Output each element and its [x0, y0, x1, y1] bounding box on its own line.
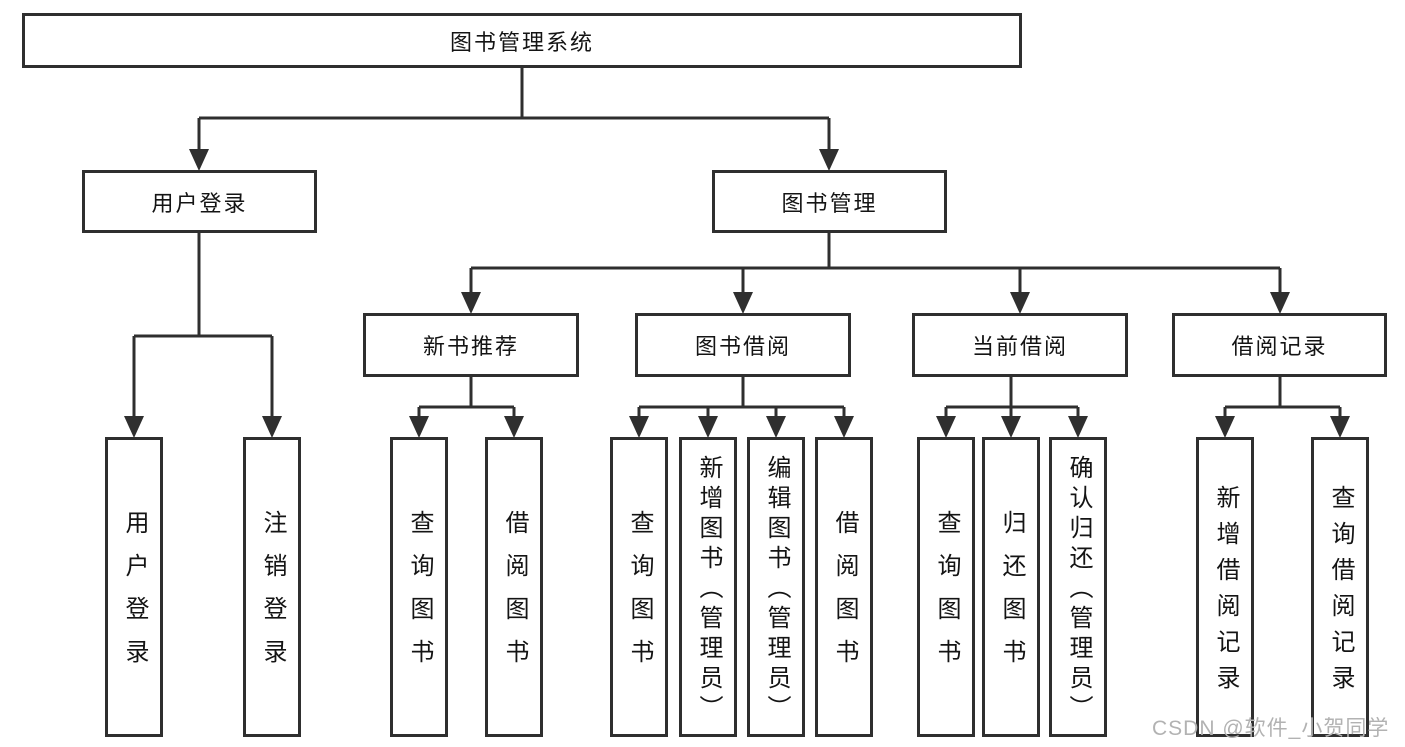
node-label: 新增图书（管理员） [695, 455, 722, 725]
connector-new-book [417, 377, 516, 418]
connector-current-borrow [944, 377, 1080, 418]
connector-book-management [469, 233, 1282, 296]
node-label: 图书借阅 [694, 334, 791, 359]
node-label: 查询图书 [406, 510, 433, 682]
leaf-logout: 注销登录 [243, 437, 301, 737]
connector-root [197, 68, 831, 152]
csdn-watermark: CSDN @软件_小贺同学 [1152, 717, 1390, 740]
leaf-bb-add-book-admin: 新增图书（管理员） [679, 437, 737, 737]
node-label: 查询图书 [626, 510, 653, 682]
node-label: 借阅图书 [501, 510, 528, 682]
node-book-borrow: 图书借阅 [635, 313, 851, 377]
node-system-root: 图书管理系统 [22, 13, 1022, 68]
leaf-cb-query-book: 查询图书 [917, 437, 975, 737]
node-current-borrow: 当前借阅 [912, 313, 1128, 377]
node-new-book-recommend: 新书推荐 [363, 313, 579, 377]
leaf-cb-confirm-return-admin: 确认归还（管理员） [1049, 437, 1107, 737]
node-label: 当前借阅 [971, 334, 1068, 359]
leaf-br-query-record: 查询借阅记录 [1311, 437, 1369, 737]
node-label: 图书管理系统 [449, 29, 594, 55]
leaf-user-login: 用户登录 [105, 437, 163, 737]
leaf-br-add-record: 新增借阅记录 [1196, 437, 1254, 737]
leaf-bb-query-book: 查询图书 [610, 437, 668, 737]
node-label: 查询借阅记录 [1327, 485, 1354, 701]
node-label: 新书推荐 [422, 334, 519, 359]
leaf-nb-borrow-book: 借阅图书 [485, 437, 543, 737]
node-label: 新增借阅记录 [1212, 485, 1239, 701]
leaf-bb-borrow-book: 借阅图书 [815, 437, 873, 737]
node-book-management: 图书管理 [712, 170, 947, 233]
node-borrow-records: 借阅记录 [1172, 313, 1387, 377]
node-label: 借阅图书 [831, 510, 858, 682]
leaf-nb-query-book: 查询图书 [390, 437, 448, 737]
node-label: 用户登录 [121, 510, 148, 682]
node-label: 注销登录 [259, 510, 286, 682]
arrowheads [124, 149, 1350, 438]
leaf-bb-edit-book-admin: 编辑图书（管理员） [747, 437, 805, 737]
node-label: 确认归还（管理员） [1065, 455, 1092, 725]
connector-borrow-records [1223, 377, 1342, 418]
node-label: 归还图书 [998, 510, 1025, 682]
node-label: 图书管理 [781, 190, 878, 216]
connector-book-borrow [637, 377, 846, 418]
node-user-login: 用户登录 [82, 170, 317, 233]
node-label: 查询图书 [933, 510, 960, 682]
node-label: 编辑图书（管理员） [763, 455, 790, 725]
connector-user-login [132, 233, 274, 418]
leaf-cb-return-book: 归还图书 [982, 437, 1040, 737]
node-label: 借阅记录 [1231, 334, 1328, 359]
node-label: 用户登录 [151, 190, 248, 216]
